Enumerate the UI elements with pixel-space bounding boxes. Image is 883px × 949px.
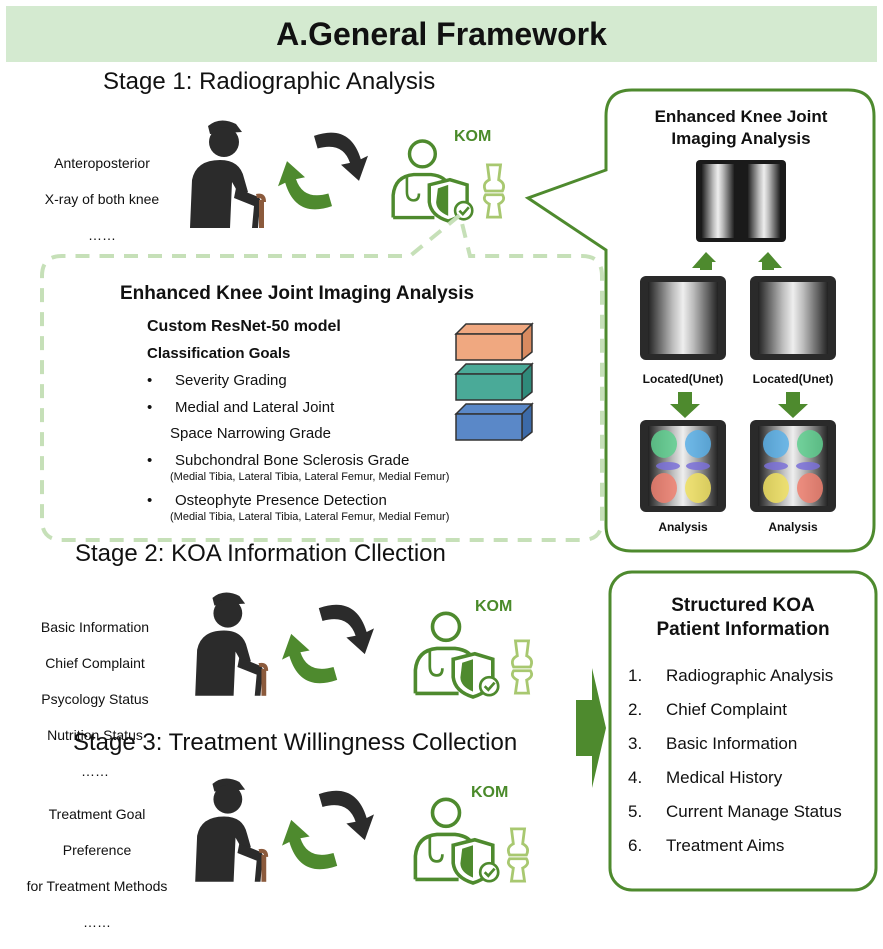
analysis-image-right bbox=[750, 420, 836, 512]
stage1-notes: Anteroposterior X-ray of both knee …… bbox=[44, 155, 160, 243]
cycle-arrows-icon bbox=[278, 132, 368, 210]
analysis-image-left bbox=[640, 420, 726, 512]
knee-icon bbox=[482, 163, 506, 219]
located-right-caption: Located(Unet) bbox=[752, 372, 834, 386]
elderly-patient-icon bbox=[195, 592, 269, 696]
knee-icon bbox=[510, 639, 534, 695]
model-name: Custom ResNet-50 model bbox=[147, 318, 341, 335]
kom-label: KOM bbox=[475, 598, 513, 615]
list-item: 6.Treatment Aims bbox=[628, 836, 785, 855]
list-item: 3.Basic Information bbox=[628, 734, 798, 753]
goal-osteophyte-sub: (Medial Tibia, Lateral Tibia, Lateral Fe… bbox=[170, 511, 450, 523]
right-panel-title: Enhanced Knee Joint Imaging Analysis bbox=[654, 107, 828, 148]
doctor-shield-icon bbox=[391, 139, 474, 223]
goal-jsn-line2: Space Narrowing Grade bbox=[170, 425, 331, 442]
analysis-right-caption: Analysis bbox=[768, 520, 818, 534]
stage3-notes: Treatment Goal Preference for Treatment … bbox=[26, 806, 168, 930]
structured-list: 1.Radiographic Analysis 2.Chief Complain… bbox=[628, 666, 874, 870]
analysis-left-caption: Analysis bbox=[658, 520, 708, 534]
doctor-shield-icon bbox=[415, 613, 498, 697]
elderly-patient-icon bbox=[195, 778, 269, 882]
goal-bullet: • bbox=[147, 492, 153, 509]
list-item: 2.Chief Complaint bbox=[628, 700, 787, 719]
list-item: 4.Medical History bbox=[628, 768, 783, 787]
cycle-arrows-icon bbox=[282, 604, 374, 684]
stage2-notes: Basic Information Chief Complaint Psycol… bbox=[40, 619, 150, 779]
big-right-arrow bbox=[576, 668, 606, 788]
goal-sclerosis-sub: (Medial Tibia, Lateral Tibia, Lateral Fe… bbox=[170, 471, 450, 483]
list-item: 1.Radiographic Analysis bbox=[628, 666, 834, 685]
goals-title: Classification Goals bbox=[147, 345, 291, 362]
goal-bullet: • bbox=[147, 372, 153, 389]
doctor-shield-icon bbox=[415, 799, 498, 883]
elderly-patient-icon bbox=[190, 120, 266, 228]
title-banner bbox=[6, 6, 877, 62]
goal-bullet: • bbox=[147, 452, 153, 469]
goal-severity: Severity Grading bbox=[175, 372, 287, 389]
goal-osteophyte: Osteophyte Presence Detection bbox=[175, 492, 387, 509]
structured-box bbox=[608, 570, 878, 892]
imaging-box-title: Enhanced Knee Joint Imaging Analysis bbox=[120, 283, 475, 304]
kom-label: KOM bbox=[454, 128, 492, 145]
goal-sclerosis: Subchondral Bone Sclerosis Grade bbox=[175, 452, 410, 469]
stage2-title: Stage 2: KOA Information Cllection bbox=[75, 540, 446, 567]
dashed-callout bbox=[40, 211, 604, 542]
goal-bullet: • bbox=[147, 399, 153, 416]
kom-label: KOM bbox=[471, 784, 509, 801]
knee-icon bbox=[506, 827, 530, 883]
goal-jsn: Medial and Lateral Joint bbox=[175, 399, 335, 416]
framework-diagram bbox=[40, 88, 878, 892]
stage1-title: Stage 1: Radiographic Analysis bbox=[103, 68, 436, 95]
located-left-caption: Located(Unet) bbox=[642, 372, 724, 386]
model-stack-icon bbox=[454, 322, 534, 442]
cycle-arrows-icon bbox=[282, 790, 374, 870]
list-item: 5.Current Manage Status bbox=[628, 802, 842, 821]
page-title: A.General Framework bbox=[276, 16, 607, 52]
stage3-title: Stage 3: Treatment Willingness Collectio… bbox=[73, 729, 518, 756]
structured-title: Structured KOA Patient Information bbox=[656, 595, 830, 640]
